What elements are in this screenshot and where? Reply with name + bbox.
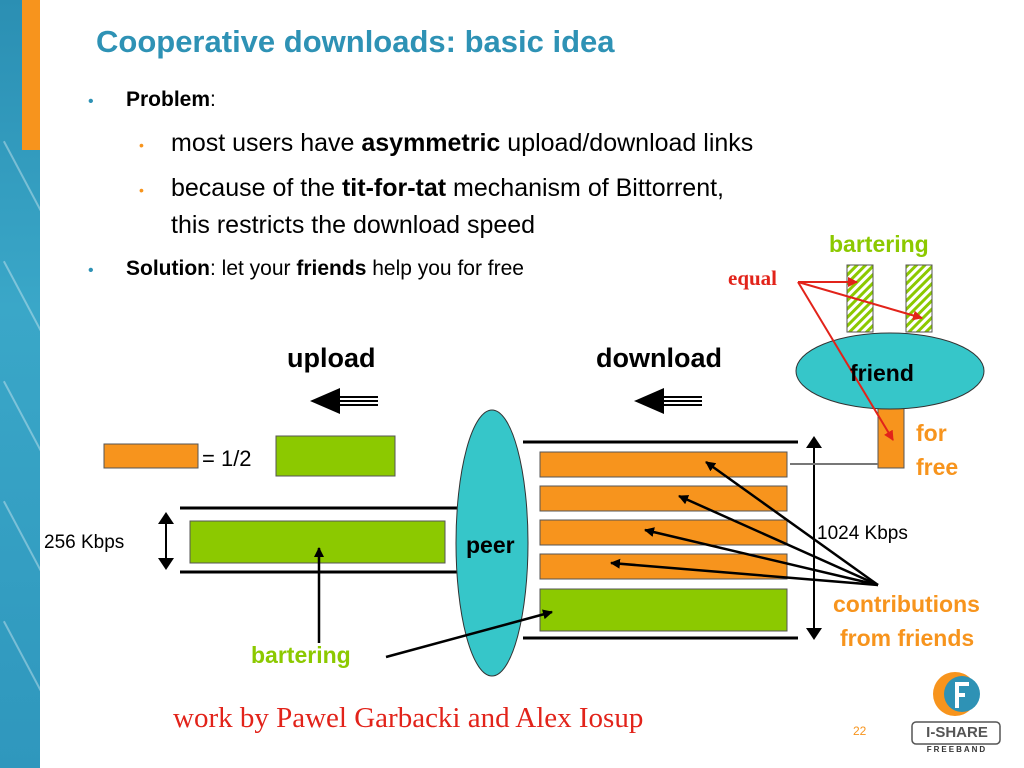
sub1-post: upload/download links — [500, 129, 754, 157]
logo-text: I-SHARE — [926, 724, 988, 741]
download-speed-label: 1024 Kbps — [817, 523, 908, 544]
bartering-bottom-label: bartering — [251, 642, 351, 668]
left-decorative-band — [0, 0, 40, 768]
problem-bullet: Problem: — [126, 88, 216, 112]
bullet-dot: • — [88, 262, 94, 279]
solution-label: Solution — [126, 257, 210, 280]
sub1-pre: most users have — [171, 129, 362, 157]
equal-arrow — [797, 281, 923, 321]
sub1-bold: asymmetric — [361, 129, 501, 157]
peer-node — [455, 409, 529, 677]
sub-bullet-asymmetric: most users have asymmetric upload/downlo… — [171, 129, 753, 158]
contribution-arrow — [678, 494, 879, 587]
contribution-arrow — [644, 527, 879, 587]
friend-label: friend — [850, 360, 914, 386]
sub2-line2: this restricts the download speed — [171, 211, 536, 239]
sub2-pre: because of the — [171, 174, 342, 202]
legend-green-box — [275, 435, 396, 477]
problem-label: Problem — [126, 88, 211, 111]
upload-speed-label: 256 Kbps — [44, 532, 125, 553]
download-contribution-block — [539, 485, 788, 512]
bartering-top-label: bartering — [829, 231, 929, 257]
bartering-download-arrow — [385, 609, 553, 659]
friend-bartering-bar — [846, 264, 874, 333]
orange-accent-bar — [22, 0, 40, 150]
sub-bullet-dot: • — [139, 137, 144, 153]
friend-bartering-bar — [905, 264, 933, 333]
download-bartering-block — [539, 588, 788, 632]
equals-half-label: = 1/2 — [202, 446, 252, 471]
upload-speed-double-arrow — [158, 512, 174, 570]
sub-bullet-dot: • — [139, 182, 144, 198]
i-share-logo — [911, 672, 1001, 745]
contribution-arrow — [610, 558, 879, 587]
sub2-post: mechanism of Bittorrent, — [446, 174, 724, 202]
legend-orange-box — [103, 443, 199, 469]
slide-title: Cooperative downloads: basic idea — [96, 24, 615, 59]
contributions-line1: contributions — [833, 591, 980, 617]
sub2-bold: tit-for-tat — [341, 174, 447, 202]
solution-pre: : let your — [209, 257, 297, 280]
equal-label: equal — [728, 266, 778, 290]
upload-direction-arrow — [310, 388, 378, 414]
solution-post: help you for free — [366, 257, 524, 280]
for-free-line2: free — [916, 454, 959, 480]
equal-arrow — [797, 281, 894, 441]
logo-subtext: FREEBAND — [926, 745, 988, 754]
problem-colon: : — [210, 88, 216, 111]
solution-bullet: Solution: let your friends help you for … — [126, 257, 524, 281]
download-contribution-block — [539, 519, 788, 546]
peer-label: peer — [466, 532, 515, 558]
download-direction-arrow — [634, 388, 702, 414]
credit-line: work by Pawel Garbacki and Alex Iosup — [173, 702, 644, 734]
friend-node — [795, 332, 985, 410]
upload-label: upload — [287, 343, 376, 373]
download-contribution-block — [539, 451, 788, 478]
contribution-arrow — [705, 460, 879, 587]
solution-bold: friends — [296, 257, 367, 280]
page-number: 22 — [853, 724, 867, 738]
bullet-dot: • — [88, 93, 94, 110]
contributions-line2: from friends — [840, 625, 975, 651]
download-label: download — [596, 343, 722, 373]
upload-bartering-block — [189, 520, 446, 564]
for-free-line1: for — [916, 420, 947, 446]
sub-bullet-tit-for-tat: because of the tit-for-tat mechanism of … — [171, 174, 724, 203]
